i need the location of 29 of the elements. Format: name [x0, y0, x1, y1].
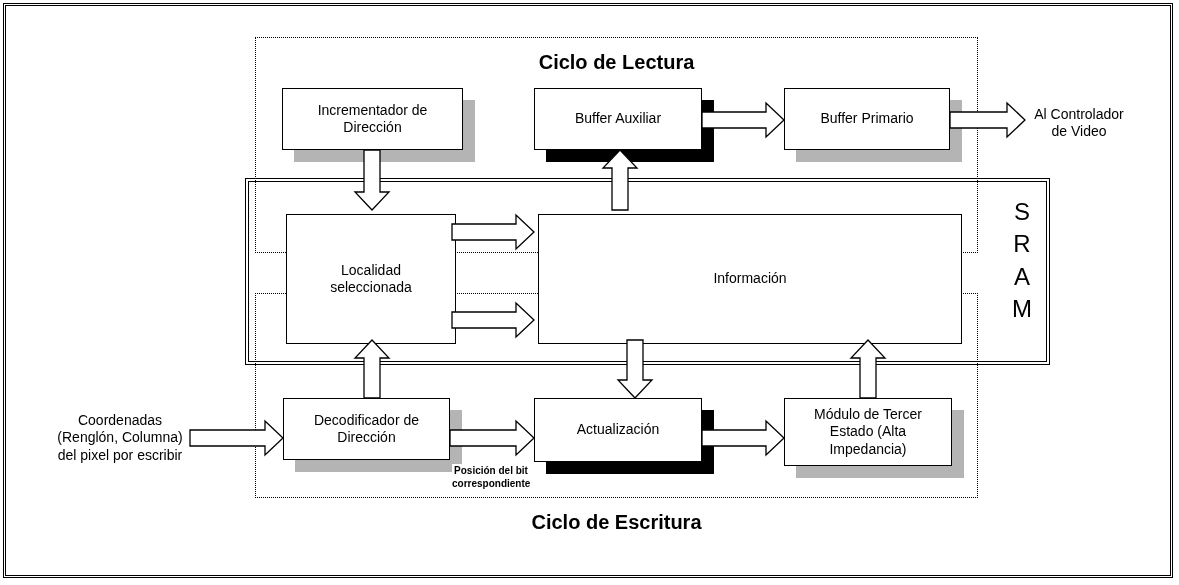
node-text: Buffer Auxiliar — [574, 110, 662, 128]
node-text: Ciclo de Lectura — [538, 50, 695, 75]
block-arrow — [849, 339, 887, 399]
node-text: Localidad seleccionada — [329, 261, 413, 297]
block-arrow — [451, 213, 535, 251]
memory-band — [245, 178, 1050, 365]
node-text: Al Controlador de Video — [1033, 105, 1125, 141]
edge-label: Posición del bit correspondiente — [452, 464, 530, 490]
block-arrow — [616, 339, 654, 399]
node-text: Actualización — [576, 421, 660, 439]
node-text: Buffer Primario — [820, 110, 914, 128]
node-text: Incrementador de Dirección — [316, 101, 429, 137]
node-text: Coordenadas (Renglón, Columna) del pixel por escribir — [56, 411, 184, 465]
block-arrow — [353, 339, 391, 399]
block-arrow — [353, 149, 391, 211]
block-arrow — [701, 101, 785, 139]
process-box — [286, 214, 456, 344]
block-arrow — [449, 419, 535, 457]
block-arrow — [601, 149, 639, 211]
node-text: Ciclo de Escritura — [531, 510, 702, 535]
node-text: Información — [713, 270, 787, 288]
block-arrow — [189, 419, 284, 457]
process-box — [538, 214, 962, 344]
block-arrow — [701, 419, 785, 457]
block-arrow — [451, 301, 535, 339]
node-text: Decodificador de Dirección — [312, 411, 421, 447]
block-arrow — [949, 101, 1026, 139]
node-text: Módulo de Tercer Estado (Alta Impedancia) — [813, 405, 923, 459]
vertical-label: SRAM — [1011, 197, 1033, 325]
